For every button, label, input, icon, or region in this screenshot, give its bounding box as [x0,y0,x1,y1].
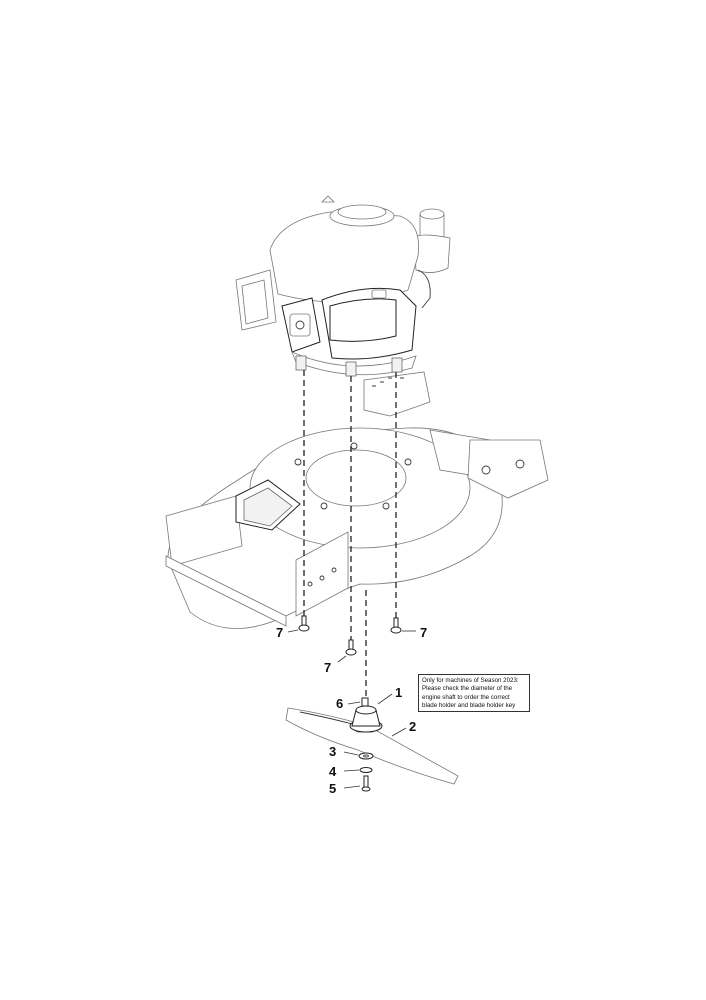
blade-holder [349,693,393,733]
blade-holder-key [347,697,369,707]
note-line-2: Please check the diameter of the [422,685,513,693]
callout-4: 4 [329,764,337,779]
callout-2: 2 [409,719,417,734]
callout-7-center: 7 [324,660,332,675]
note-line-1: Only for machines of Season 2023: [422,677,519,684]
blade-bolt-5 [343,775,371,792]
callout-7-left: 7 [276,625,284,640]
engine [235,195,451,377]
bolt-7-center [337,639,357,663]
bolt-7-left [287,615,310,633]
callout-3: 3 [329,744,337,759]
callout-1: 1 [395,685,403,700]
mower-deck [165,371,549,629]
note-line-3: engine shaft to order the correct [422,693,510,701]
assembly-guide-lines [303,370,397,700]
washer-4 [343,767,373,773]
leader-2 [391,727,407,737]
washer-3 [343,751,374,760]
callout-6: 6 [336,696,344,711]
callout-7-right: 7 [420,625,428,640]
season-2023-note: Only for machines of Season 2023: Please… [418,674,530,712]
bolt-7-right [390,617,416,634]
callout-5: 5 [329,781,337,796]
note-line-4: blade holder and blade holder key [422,702,516,710]
